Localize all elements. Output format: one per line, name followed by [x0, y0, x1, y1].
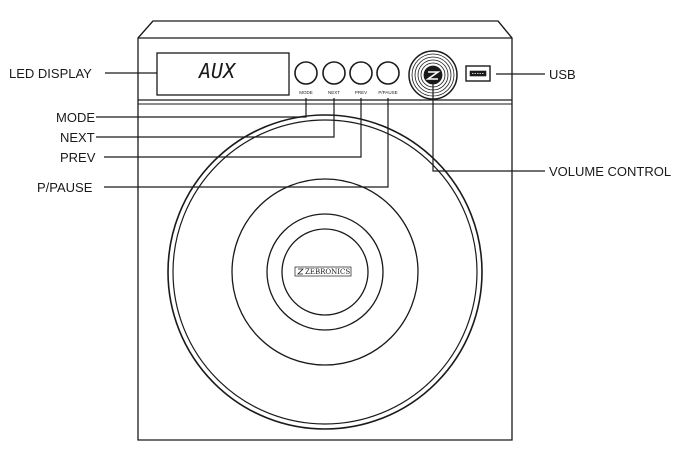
callout-lines: [96, 72, 545, 188]
volume-control-callout: VOLUME CONTROL: [549, 164, 671, 179]
brand-name: ZEBRONICS: [305, 268, 350, 276]
led-display-callout: LED DISPLAY: [9, 66, 92, 81]
usb-callout: USB: [549, 67, 576, 82]
next-button-label: NEXT: [328, 90, 340, 95]
button-labels: MODE NEXT PREV P/PAUSE: [299, 90, 397, 95]
mode-leader: [96, 98, 307, 118]
speaker-cabinet: [137, 20, 513, 441]
mode-callout: MODE: [56, 110, 95, 125]
prev-button-label: PREV: [355, 90, 367, 95]
pause-callout: P/PAUSE: [37, 180, 93, 195]
prev-button[interactable]: [349, 61, 373, 85]
volume-control-leader: [432, 82, 545, 172]
callout-labels: LED DISPLAY MODE NEXT PREV P/PAUSE USB V…: [9, 66, 671, 195]
pause-button[interactable]: [376, 61, 400, 85]
led-display-text: AUX: [197, 59, 237, 83]
pause-button-label: P/PAUSE: [378, 90, 397, 95]
control-buttons: [294, 61, 400, 85]
brand-logo: ZEBRONICS: [294, 266, 352, 277]
prev-callout: PREV: [60, 150, 96, 165]
prev-leader: [104, 98, 362, 158]
next-leader: [96, 98, 335, 138]
led-display: AUX: [156, 52, 290, 96]
mode-button[interactable]: [294, 61, 318, 85]
pause-leader: [104, 98, 389, 188]
mode-button-label: MODE: [299, 90, 313, 95]
usb-port[interactable]: [465, 65, 491, 82]
woofer: [167, 114, 483, 430]
next-button[interactable]: [322, 61, 346, 85]
next-callout: NEXT: [60, 130, 95, 145]
